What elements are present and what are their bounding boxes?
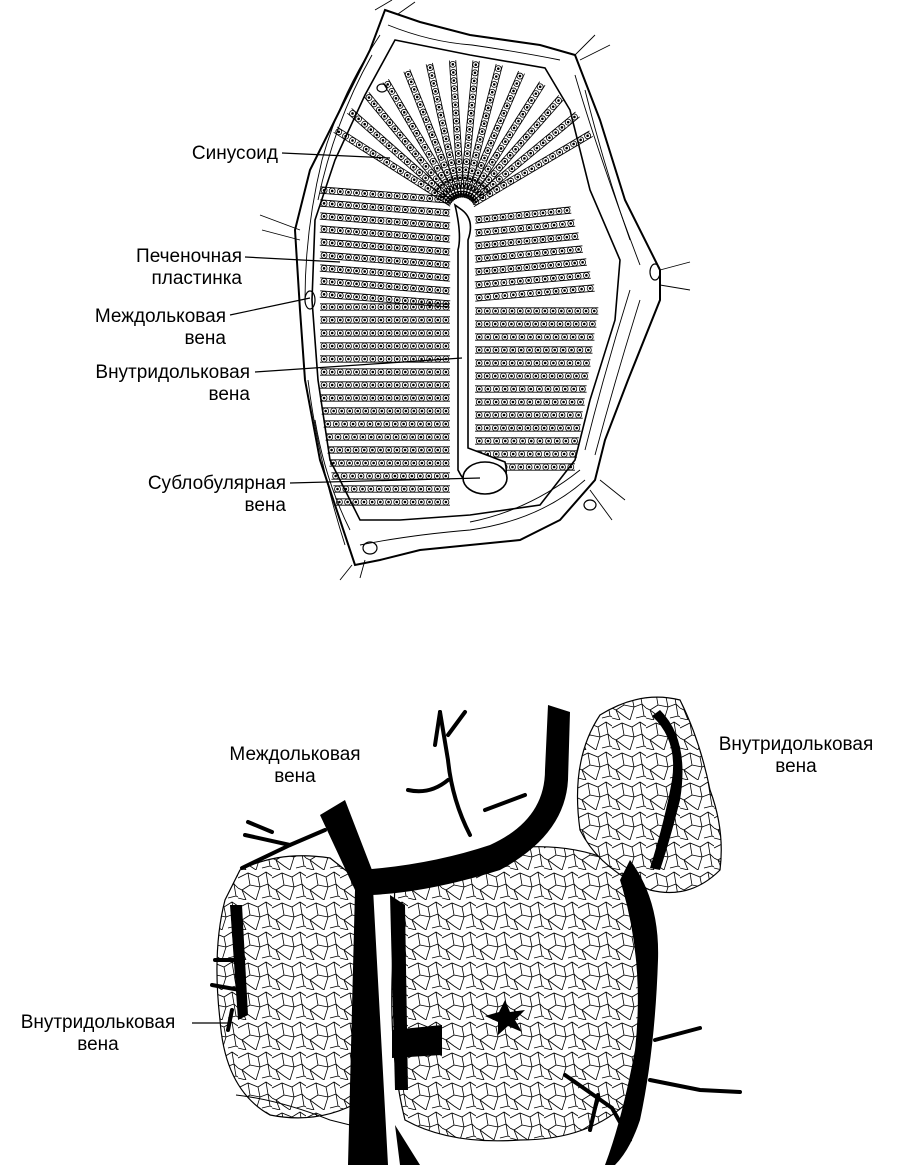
label-hepatic-plate-line2: пластинка (60, 268, 242, 290)
label-intralobular-vein-right-line2: вена (690, 756, 902, 778)
label-sinusoid: Синусоид (140, 143, 278, 165)
label-sublobular-vein-line1: Сублобулярная (80, 473, 286, 495)
label-intralobular-vein-line2: вена (40, 384, 250, 406)
label-intralobular-vein-line1: Внутридольковая (40, 362, 250, 384)
label-interlobular-vein-bottom-line1: Междольковая (200, 744, 390, 766)
label-intralobular-vein-right-line1: Внутридольковая (690, 734, 902, 756)
lobule-center (392, 847, 651, 1141)
label-interlobular-vein-line1: Междольковая (40, 306, 226, 328)
label-intralobular-vein-left-line1: Внутридольковая (0, 1012, 196, 1034)
label-interlobular-vein-line2: вена (40, 328, 226, 350)
label-hepatic-plate-line1: Печеночная (60, 246, 242, 268)
label-sublobular-vein-line2: вена (80, 495, 286, 517)
label-interlobular-vein-bottom-line2: вена (200, 766, 390, 788)
label-intralobular-vein-left-line2: вена (0, 1034, 196, 1056)
